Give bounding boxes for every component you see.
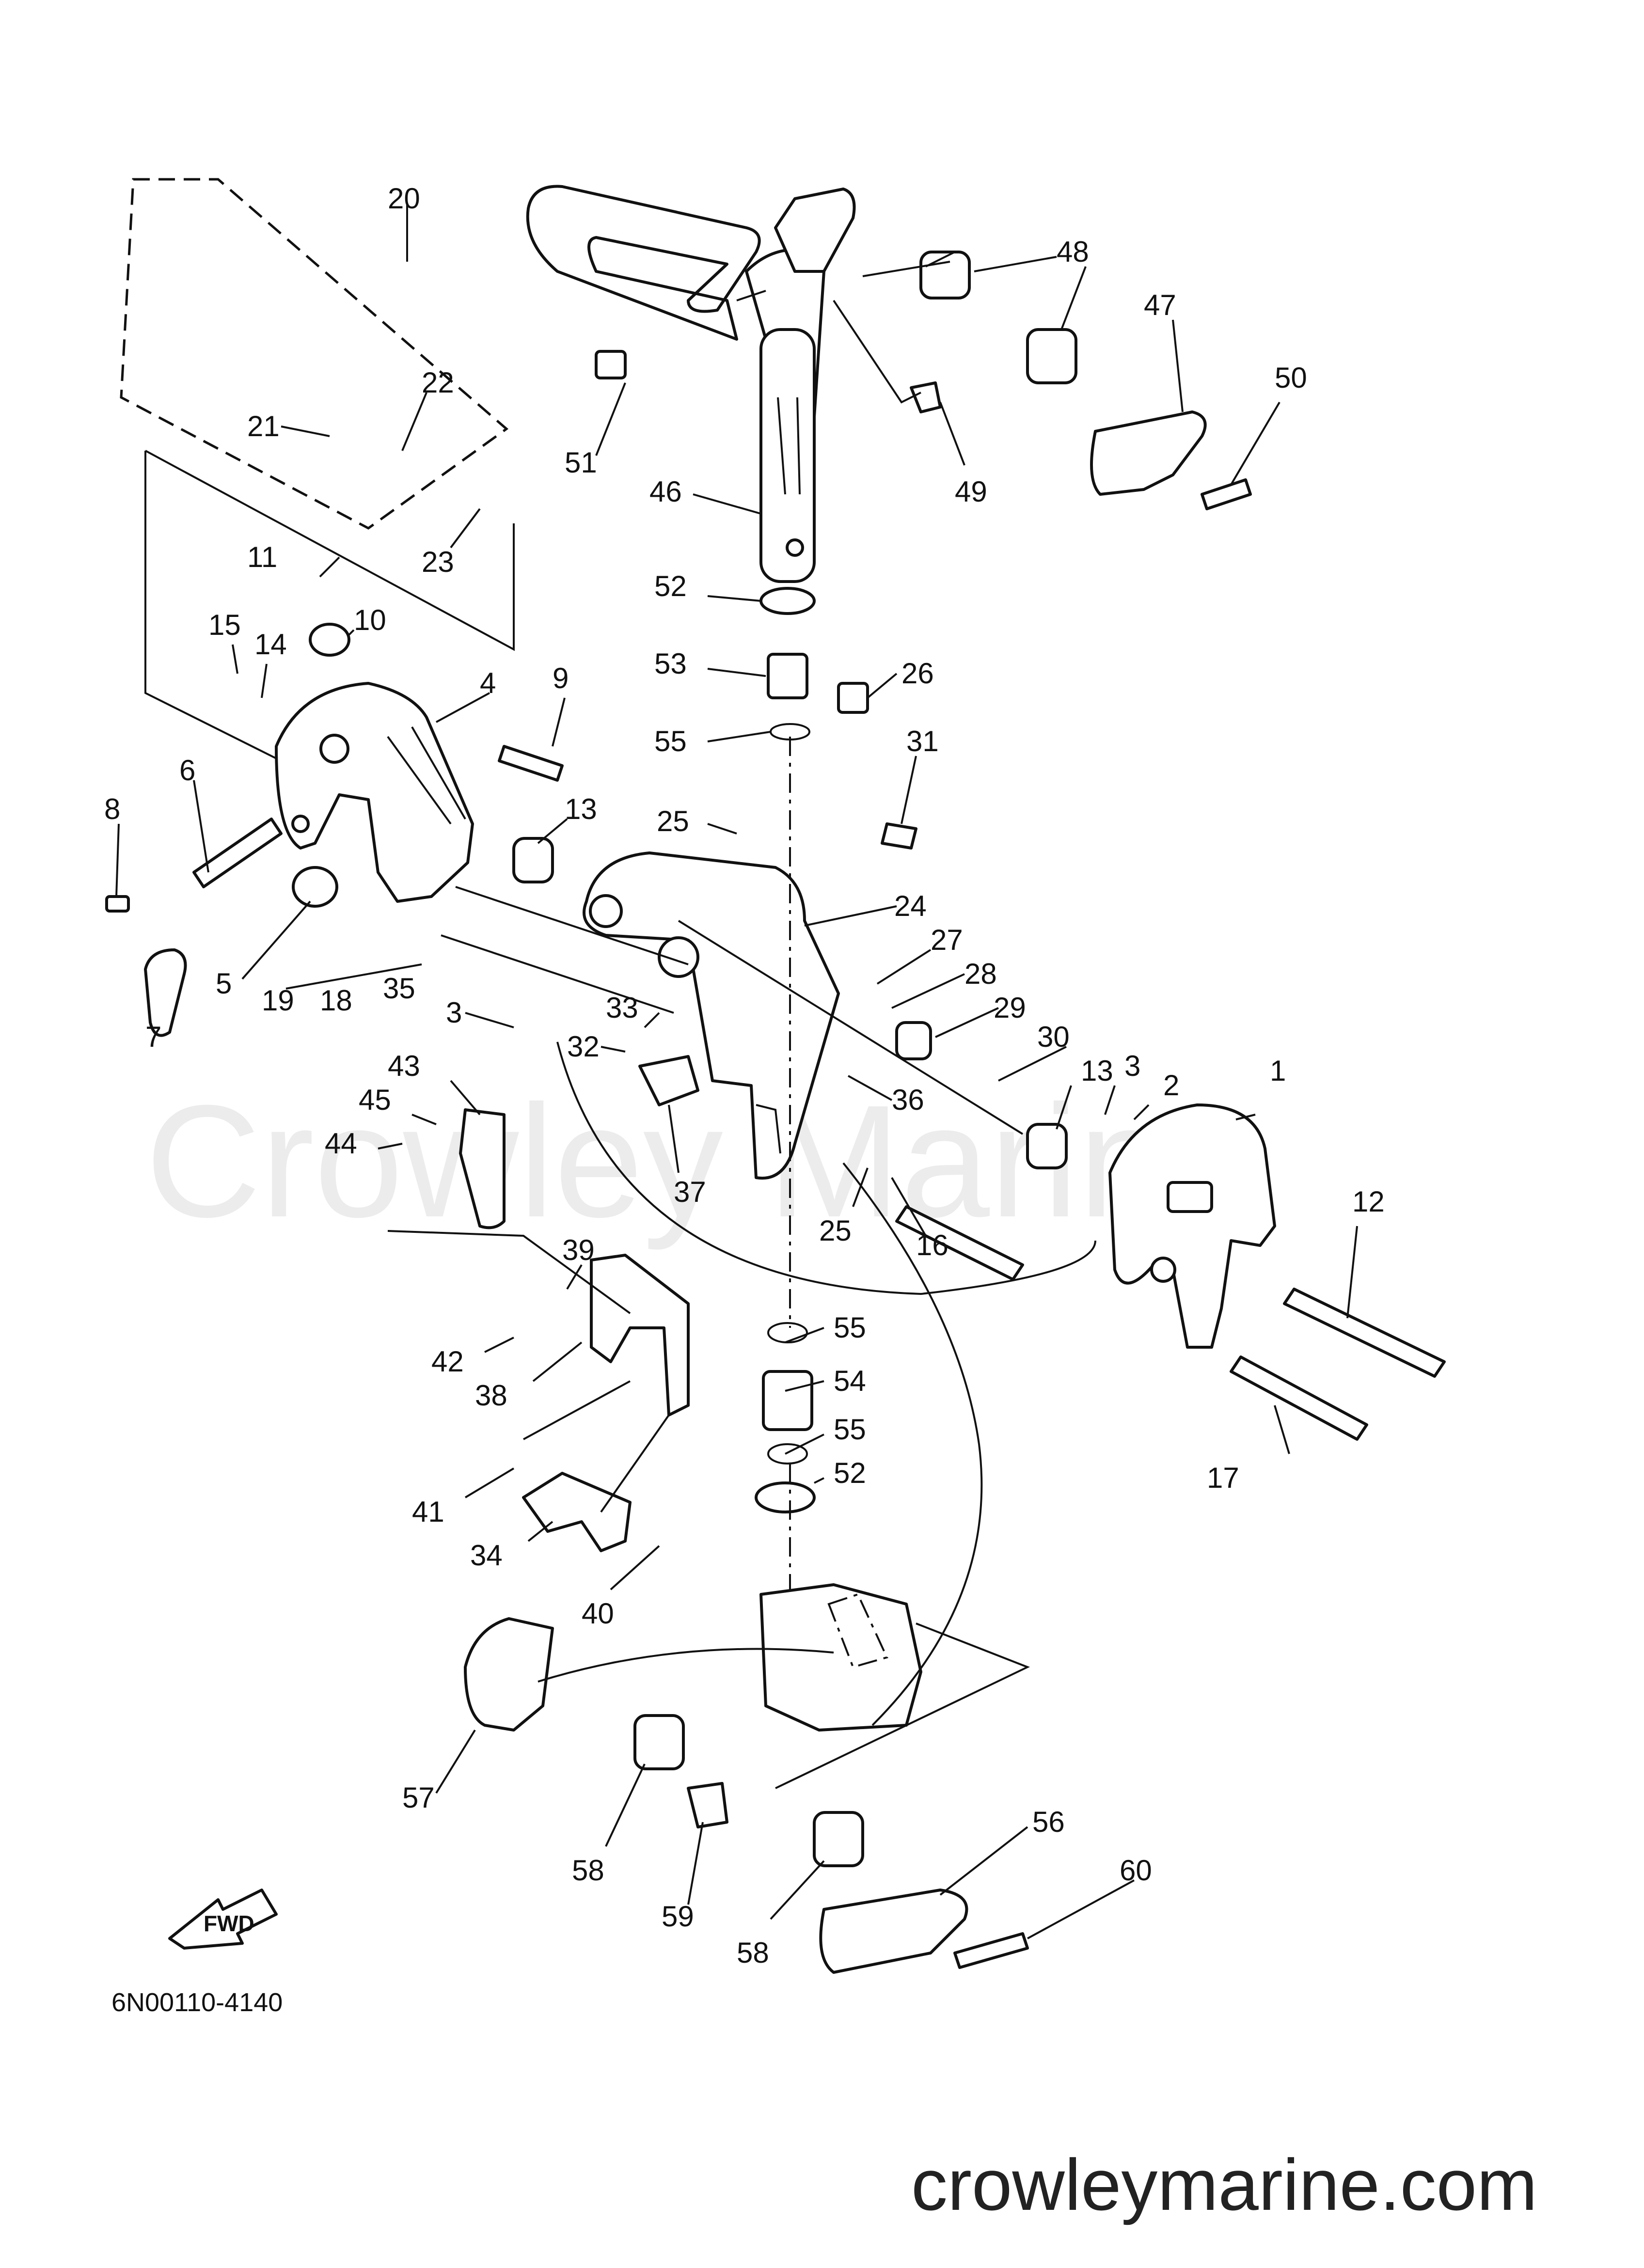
callout-26: 26 [901,657,934,690]
callout-11: 11 [247,541,277,573]
callout-24: 24 [894,890,927,922]
callout-55b: 55 [834,1311,866,1344]
callout-34: 34 [470,1539,503,1572]
site-url: crowleymarine.com [911,2144,1537,2225]
callout-58b: 58 [737,1937,769,1969]
callout-49: 49 [955,475,987,508]
callout-48: 48 [1057,236,1089,268]
fwd-arrow: FWD [168,1889,278,1950]
clamp-bracket-right [1108,1103,1276,1349]
callout-18: 18 [320,984,352,1017]
callout-45: 45 [359,1084,391,1116]
callout-25: 25 [657,805,689,837]
callouts: 20 22 21 23 51 46 48 49 47 50 11 10 15 1… [104,182,1385,1969]
callout-39: 39 [562,1234,595,1266]
callout-8: 8 [104,793,120,825]
callout-20: 20 [388,182,420,215]
callout-54: 54 [834,1365,866,1397]
callout-52b: 52 [834,1457,866,1489]
callout-32: 32 [567,1030,600,1063]
callout-46: 46 [649,475,682,508]
callout-19: 19 [262,984,294,1017]
callout-27: 27 [931,924,963,956]
callout-13: 13 [565,793,597,825]
callout-51: 51 [565,446,597,479]
callout-40: 40 [582,1597,614,1630]
callout-9: 9 [553,662,569,694]
callout-50: 50 [1275,362,1307,394]
kit-outline [120,178,515,762]
callout-41: 41 [412,1496,444,1528]
callout-1: 1 [1270,1055,1286,1087]
callout-60: 60 [1120,1854,1152,1887]
callout-38: 38 [475,1379,507,1412]
callout-55c: 55 [834,1413,866,1446]
callout-57: 57 [402,1781,435,1814]
callout-14: 14 [254,628,287,661]
callout-4: 4 [480,667,496,699]
callout-30: 30 [1037,1021,1070,1053]
tiller-handle [526,185,856,583]
watermark: Crowley Marine [145,1071,1256,1251]
callout-12: 12 [1352,1185,1385,1218]
callout-23: 23 [422,546,454,578]
callout-13b: 13 [1081,1055,1113,1087]
callout-37: 37 [674,1176,706,1208]
callout-42: 42 [431,1345,464,1378]
callout-16: 16 [916,1229,948,1261]
callout-56: 56 [1032,1806,1065,1838]
callout-15: 15 [208,609,241,641]
callout-6: 6 [179,754,195,787]
callout-17: 17 [1207,1462,1239,1494]
callout-5: 5 [216,967,232,1000]
callout-21: 21 [247,410,280,442]
callout-59: 59 [662,1900,694,1933]
callout-43: 43 [388,1050,420,1082]
swivel-bracket [583,851,840,1180]
callout-29: 29 [994,992,1026,1024]
callout-36: 36 [892,1084,924,1116]
callout-33: 33 [606,992,638,1024]
hardware-parts [105,251,1446,1974]
callout-52: 52 [654,570,687,602]
callout-35: 35 [383,972,415,1005]
assembly-lines [387,261,1096,1789]
callout-44: 44 [325,1127,357,1160]
callout-47: 47 [1144,289,1176,321]
callout-7: 7 [145,1021,161,1053]
callout-10: 10 [354,604,386,636]
callout-25b: 25 [819,1214,852,1247]
callout-31: 31 [906,725,939,757]
callout-2: 2 [1163,1069,1179,1102]
clamp-bracket-left [275,682,474,903]
callout-58a: 58 [572,1854,604,1887]
fwd-label: FWD [204,1911,254,1936]
callout-3a: 3 [446,996,462,1029]
callout-3b: 3 [1124,1050,1140,1082]
callout-55: 55 [654,725,687,757]
callout-53: 53 [654,647,687,680]
callout-22: 22 [422,366,454,399]
callout-28: 28 [964,958,997,990]
diagram-code: 6N00110-4140 [111,1988,283,2017]
